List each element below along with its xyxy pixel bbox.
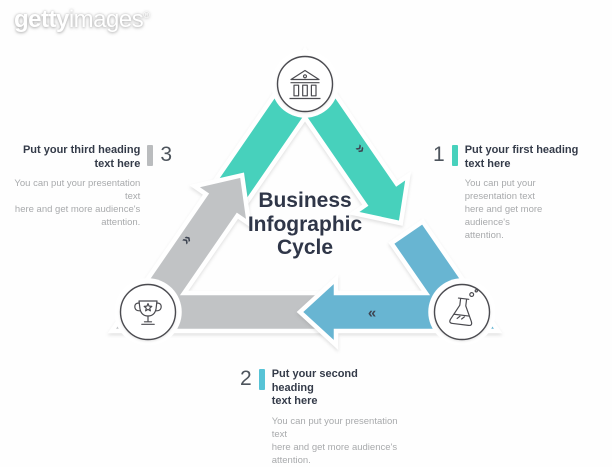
step-2-heading: Put your second heading text here xyxy=(271,368,358,407)
cycle-diagram: » » « xyxy=(111,46,499,346)
teal-arrow-top-right xyxy=(208,46,412,226)
step-2-number: 2 xyxy=(240,367,252,390)
step-2-block: 2 Put your second heading text here You … xyxy=(240,368,400,467)
step-1-number: 1 xyxy=(433,143,445,166)
watermark-brand-light: images xyxy=(68,6,144,33)
gettyimages-watermark: gettyimages® xyxy=(14,6,150,34)
blue-arrow-chevron-icon: « xyxy=(368,304,376,321)
node-top xyxy=(271,50,339,118)
step-3-block: Put your third heading text here You can… xyxy=(0,144,172,229)
step-1-block: 1 Put your first heading text here You c… xyxy=(433,144,583,242)
step-1-body: You can put your presentation text here … xyxy=(464,178,543,241)
infographic-canvas: » » « xyxy=(0,6,583,466)
step-3-number: 3 xyxy=(160,143,172,166)
trophy-icon xyxy=(134,300,162,325)
flask-icon xyxy=(449,289,478,327)
step-2-body: You can put your presentation text here … xyxy=(271,415,398,466)
node-bottom-left xyxy=(114,278,182,346)
registered-mark: ® xyxy=(143,10,150,20)
node-circle-top xyxy=(276,55,334,113)
step-3-body: You can put your presentation text here … xyxy=(14,178,141,228)
node-bottom-right xyxy=(428,278,496,346)
step-1-heading: Put your first heading text here xyxy=(464,144,579,170)
step-3-heading: Put your third heading text here xyxy=(22,144,141,170)
bank-icon xyxy=(289,69,321,100)
step-2-accent-bar xyxy=(258,369,265,390)
step-3-accent-bar xyxy=(147,145,154,166)
node-circle-bottom-left xyxy=(119,283,177,341)
step-1-accent-bar xyxy=(451,145,458,166)
watermark-brand-bold: getty xyxy=(14,6,69,33)
node-circle-bottom-right xyxy=(433,283,491,341)
diagram-title: Business Infographic Cycle xyxy=(247,189,363,259)
